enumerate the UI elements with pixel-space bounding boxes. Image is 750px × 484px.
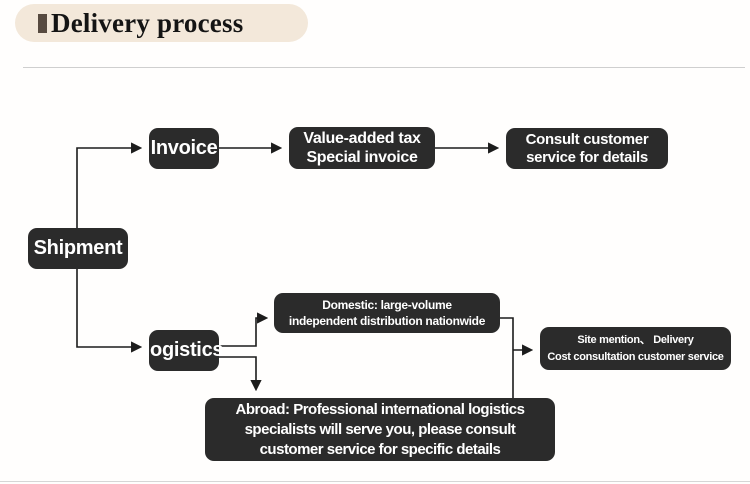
node-consult-line1: Consult customer: [525, 130, 649, 148]
section-header: Delivery process: [15, 4, 308, 42]
node-domestic-distribution: Domestic: large-volume independent distr…: [274, 293, 500, 333]
page-title: Delivery process: [51, 7, 244, 38]
node-abroad-line3: customer service for specific details: [259, 440, 501, 458]
node-abroad-line1: Abroad: Professional international logis…: [235, 400, 525, 418]
connector-shipment-invoice: [76, 142, 143, 228]
title-accent-bar: [38, 13, 47, 33]
bottom-divider: [0, 481, 750, 482]
node-consult-line2: service for details: [526, 148, 648, 166]
node-abroad-logistics: Abroad: Professional international logis…: [205, 398, 555, 461]
connector-shipment-logistics: [76, 269, 143, 353]
connector-logistics-abroad: [219, 356, 262, 392]
node-site-line1: Site mention、 Delivery: [577, 333, 694, 346]
node-consult-customer-service: Consult customer service for details: [506, 128, 668, 169]
node-site-delivery-cost: Site mention、 Delivery Cost consultation…: [540, 327, 731, 370]
node-shipment: Shipment: [28, 228, 128, 269]
node-logistics: logistics: [145, 330, 224, 371]
connector-domestic-abroad-junction: [500, 317, 514, 398]
node-domestic-line1: Domestic: large-volume: [322, 298, 452, 312]
node-invoice: Invoice: [149, 128, 219, 169]
node-vat-line1: Value-added tax: [303, 130, 421, 147]
node-logistics-label: logistics: [144, 339, 224, 361]
node-abroad-line2: specialists will serve you, please consu…: [244, 420, 516, 438]
node-shipment-label: Shipment: [33, 237, 123, 259]
top-divider: [23, 67, 745, 68]
node-invoice-label: Invoice: [150, 137, 218, 159]
node-value-added-tax: Value-added tax Special invoice: [289, 127, 435, 169]
node-vat-line2: Special invoice: [306, 149, 418, 166]
node-domestic-line2: independent distribution nationwide: [288, 314, 486, 328]
connector-logistics-domestic: [219, 312, 269, 347]
node-site-line2: Cost consultation customer service: [547, 350, 724, 363]
